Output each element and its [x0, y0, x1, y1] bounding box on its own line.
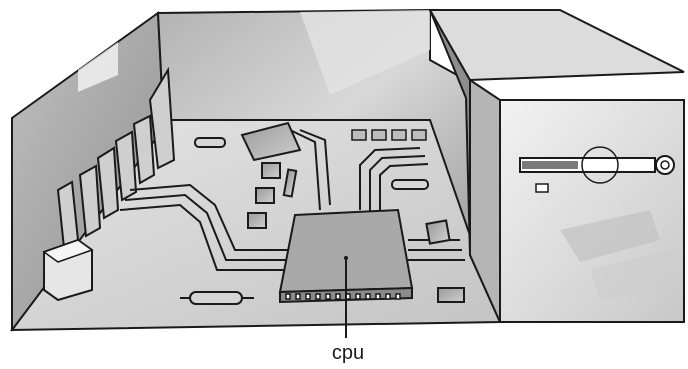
pads [351, 129, 427, 141]
resistors [189, 137, 429, 305]
drive-bay-top [428, 9, 685, 82]
cpu-label: cpu [331, 342, 365, 364]
drive-bay-front [499, 99, 685, 323]
eject-button [655, 155, 675, 175]
circuit-traces [119, 129, 465, 271]
drive-led [535, 183, 549, 193]
cpu-chip [278, 208, 414, 304]
expansion-cards [56, 66, 176, 250]
small-chips [240, 121, 465, 303]
